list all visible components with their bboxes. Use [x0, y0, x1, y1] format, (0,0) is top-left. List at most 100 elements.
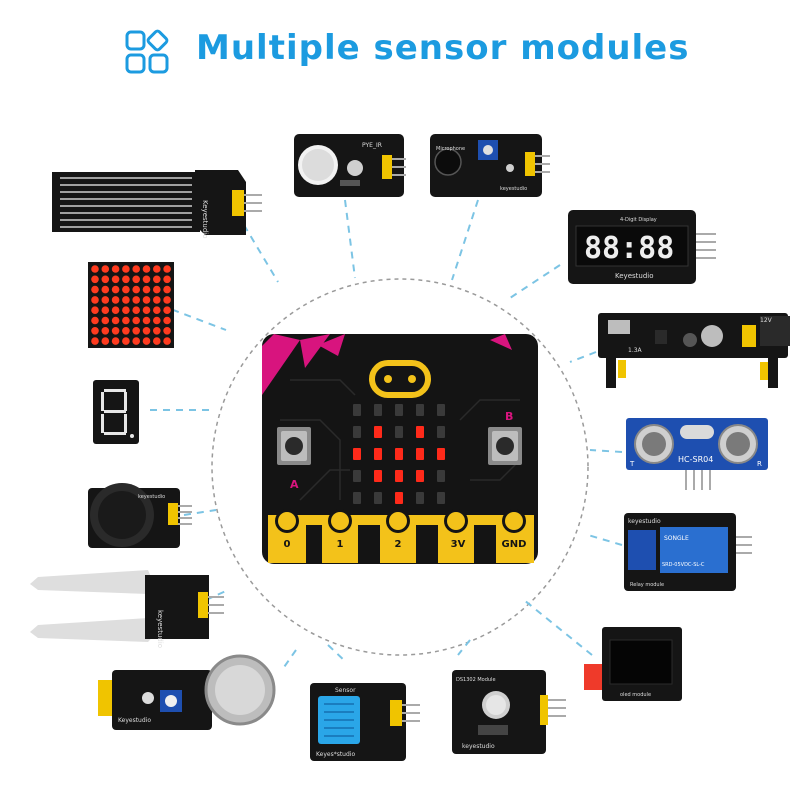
- modules-icon: [125, 29, 169, 74]
- led: [395, 492, 403, 504]
- led: [374, 492, 382, 504]
- led: [395, 426, 403, 438]
- matrix-dot: [122, 265, 130, 273]
- rtc-module: DS1302 Module keyestudio: [452, 670, 566, 754]
- dht-brand: Keyes*studio: [316, 751, 355, 758]
- matrix-dot: [142, 265, 151, 273]
- joystick-brand: keyestudio: [138, 494, 165, 500]
- matrix-dot: [142, 296, 151, 304]
- power-label: 1.3A: [628, 347, 643, 354]
- led: [395, 404, 403, 416]
- matrix-dot: [111, 327, 120, 335]
- led: [437, 448, 445, 460]
- matrix-dot: [101, 306, 110, 315]
- button-b[interactable]: [488, 427, 522, 465]
- led: [416, 426, 424, 438]
- matrix-dot: [122, 296, 130, 304]
- matrix-dot: [111, 285, 120, 294]
- matrix-dot: [132, 285, 140, 294]
- button-a-label: A: [290, 478, 299, 491]
- ultrasonic-right: R: [757, 460, 762, 468]
- led: [416, 492, 424, 504]
- pad-1-label: 1: [337, 539, 344, 550]
- matrix-dot: [132, 306, 140, 315]
- matrix-dot: [153, 327, 161, 335]
- matrix-dot: [91, 275, 99, 284]
- button-a[interactable]: [277, 427, 311, 465]
- matrix-dot: [101, 285, 110, 294]
- ultrasonic-sensor: HC-SR04 T R: [626, 418, 768, 490]
- led: [374, 426, 382, 438]
- matrix-dot: [142, 306, 151, 315]
- matrix-dot: [132, 265, 140, 273]
- matrix-dot: [132, 327, 140, 335]
- relay-cube-model: SRD-05VDC-SL-C: [662, 562, 705, 568]
- led-matrix: [353, 404, 445, 504]
- matrix-dot: [132, 296, 140, 304]
- rtc-label: DS1302 Module: [456, 677, 496, 683]
- gas-sensor: Keyestudio: [98, 654, 276, 730]
- microbit-board: A B 0 1 2 3V GND: [262, 334, 538, 564]
- matrix-dot: [153, 296, 161, 304]
- matrix-dot: [91, 296, 99, 304]
- matrix-dot: [142, 285, 151, 294]
- pir-label: PYE_IR: [362, 142, 382, 149]
- dot-matrix: [88, 262, 174, 348]
- dht-label: Sensor: [335, 687, 356, 694]
- matrix-dot: [91, 337, 99, 345]
- pir-sensor: PYE_IR: [294, 134, 406, 197]
- oled-label: oled module: [620, 692, 651, 698]
- dht-sensor: Sensor Keyes*studio: [310, 683, 420, 761]
- pad-2-label: 2: [395, 539, 402, 550]
- matrix-dot: [132, 275, 140, 284]
- ultrasonic-label: HC-SR04: [678, 455, 713, 464]
- rtc-brand: keyestudio: [462, 743, 495, 750]
- display-digits: 88:88: [584, 231, 674, 266]
- matrix-dot: [101, 275, 110, 284]
- water-sensor: Keyestudio: [52, 170, 262, 239]
- oled-module: oled module: [584, 627, 682, 701]
- led: [374, 404, 382, 416]
- matrix-dot: [122, 337, 130, 345]
- led: [353, 492, 361, 504]
- matrix-dot: [122, 275, 130, 284]
- led: [374, 470, 382, 482]
- led: [437, 404, 445, 416]
- pad-gnd-label: GND: [502, 539, 527, 550]
- matrix-dot: [122, 316, 130, 325]
- matrix-dot: [163, 306, 171, 315]
- relay-brand: keyestudio: [628, 518, 661, 525]
- matrix-dot: [101, 296, 110, 304]
- ultrasonic-left: T: [629, 460, 635, 468]
- led: [416, 470, 424, 482]
- matrix-dot: [111, 337, 120, 345]
- joystick-module: keyestudio: [88, 483, 192, 548]
- matrix-dot: [132, 337, 140, 345]
- four-digit-display: 88:88 4-Digit Display Keyestudio: [568, 210, 716, 284]
- matrix-dot: [163, 316, 171, 325]
- matrix-dot: [101, 316, 110, 325]
- matrix-dot: [163, 327, 171, 335]
- matrix-dot: [163, 337, 171, 345]
- matrix-dot: [153, 275, 161, 284]
- pad-3v-label: 3V: [451, 539, 466, 550]
- matrix-dot: [101, 265, 110, 273]
- matrix-dot: [153, 316, 161, 325]
- matrix-dot: [153, 265, 161, 273]
- gas-brand: Keyestudio: [118, 717, 151, 724]
- power-module: 1.3A 12V: [598, 313, 790, 388]
- led: [416, 448, 424, 460]
- matrix-dot: [142, 316, 151, 325]
- power-voltage: 12V: [760, 317, 773, 324]
- microphone-sensor: Microphone keyestudio: [430, 134, 550, 197]
- matrix-dot: [91, 327, 99, 335]
- matrix-dot: [91, 316, 99, 325]
- led: [437, 426, 445, 438]
- microbit-logo: [369, 360, 431, 398]
- seven-segment-digit: [93, 380, 139, 444]
- led: [395, 448, 403, 460]
- relay-module: SONGLE SRD-05VDC-SL-C keyestudio Relay m…: [624, 513, 752, 591]
- matrix-dot: [111, 265, 120, 273]
- matrix-dot: [153, 306, 161, 315]
